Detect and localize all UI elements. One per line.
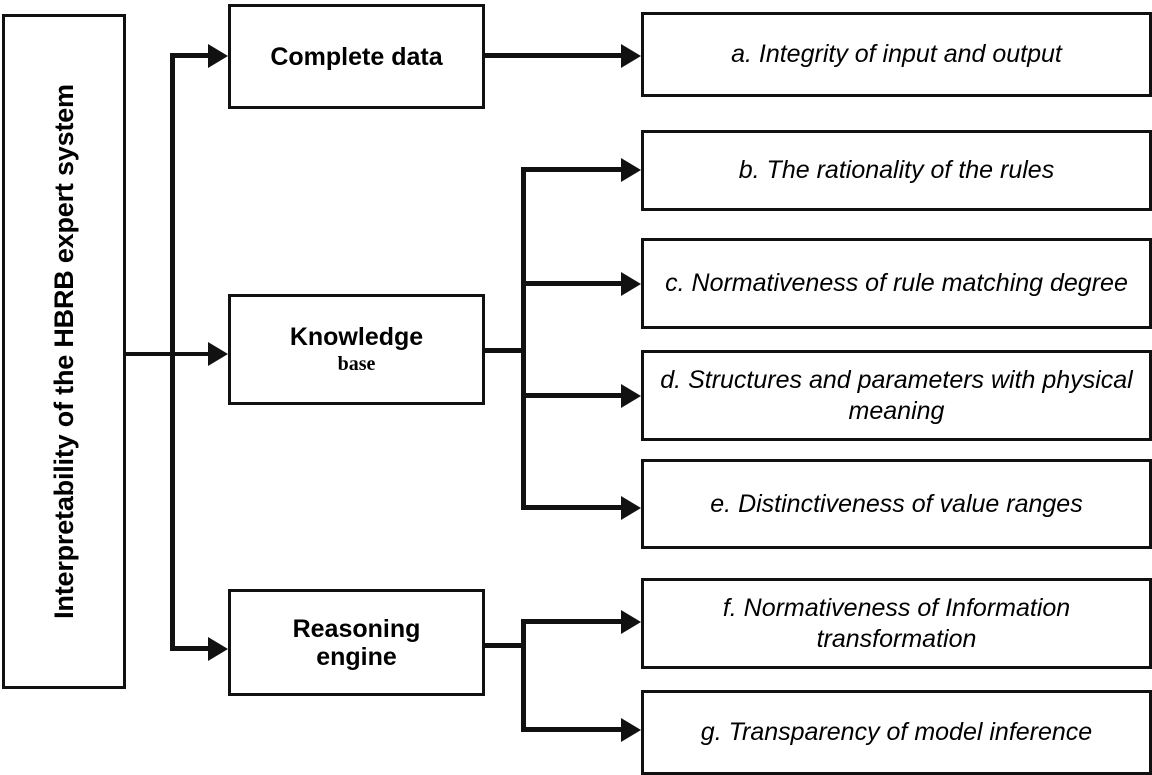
arrowhead-reasoning-engine-to-f bbox=[621, 610, 641, 634]
connector-root-to-complete-data bbox=[170, 53, 214, 58]
node-criterion-e-label: e. Distinctiveness of value ranges bbox=[710, 489, 1083, 518]
node-criterion-e[interactable]: e. Distinctiveness of value ranges bbox=[641, 459, 1152, 549]
arrowhead-knowledge-base-to-c bbox=[621, 272, 641, 296]
connector-knowledge-base-to-b bbox=[521, 167, 627, 172]
connector-root-to-reasoning-engine bbox=[170, 646, 214, 651]
node-root-interpretability[interactable]: Interpretability of the HBRB expert syst… bbox=[2, 14, 126, 689]
node-knowledge-base-line2: base bbox=[337, 353, 376, 376]
arrowhead-knowledge-base-to-d bbox=[621, 384, 641, 408]
connector-complete-data-to-a bbox=[484, 53, 627, 58]
arrowhead-root-to-complete-data bbox=[208, 44, 228, 68]
connector-reasoning-engine-bus bbox=[521, 619, 526, 732]
node-criterion-b[interactable]: b. The rationality of the rules bbox=[641, 130, 1152, 211]
node-complete-data-line1: Complete data bbox=[270, 42, 443, 71]
node-criterion-b-label: b. The rationality of the rules bbox=[738, 156, 1055, 185]
node-criterion-a-label: a. Integrity of input and output bbox=[731, 40, 1062, 69]
node-criterion-c[interactable]: c. Normativeness of rule matching degree bbox=[641, 238, 1152, 329]
connector-reasoning-engine-to-f bbox=[521, 619, 627, 624]
root-node-label: Interpretability of the HBRB expert syst… bbox=[48, 84, 79, 619]
connector-knowledge-base-bus bbox=[521, 167, 526, 510]
node-criterion-g[interactable]: g. Transparency of model inference bbox=[641, 690, 1152, 775]
node-reasoning-engine-line1: Reasoning bbox=[292, 614, 421, 643]
node-criterion-a[interactable]: a. Integrity of input and output bbox=[641, 12, 1152, 97]
connector-reasoning-engine-trunk bbox=[484, 643, 526, 648]
node-knowledge-base[interactable]: Knowledge base bbox=[228, 294, 485, 405]
node-criterion-c-label: c. Normativeness of rule matching degree bbox=[665, 269, 1128, 298]
connector-root-to-knowledge-base bbox=[170, 352, 214, 356]
connector-knowledge-base-to-e bbox=[521, 505, 627, 510]
node-complete-data[interactable]: Complete data bbox=[228, 4, 485, 109]
connector-root-trunk bbox=[126, 352, 174, 356]
node-criterion-f[interactable]: f. Normativeness of Information transfor… bbox=[641, 578, 1152, 669]
connector-knowledge-base-to-d bbox=[521, 393, 627, 398]
node-criterion-d-label: d. Structures and parameters with physic… bbox=[660, 366, 1133, 425]
arrowhead-root-to-reasoning-engine bbox=[208, 637, 228, 661]
arrowhead-knowledge-base-to-e bbox=[621, 496, 641, 520]
node-criterion-d[interactable]: d. Structures and parameters with physic… bbox=[641, 350, 1152, 441]
connector-knowledge-base-to-c bbox=[521, 281, 627, 286]
connector-knowledge-base-trunk bbox=[484, 348, 526, 353]
arrowhead-reasoning-engine-to-g bbox=[621, 718, 641, 742]
node-criterion-g-label: g. Transparency of model inference bbox=[700, 718, 1093, 747]
node-knowledge-base-line1: Knowledge bbox=[289, 323, 424, 352]
node-criterion-f-label: f. Normativeness of Information transfor… bbox=[722, 594, 1071, 653]
arrowhead-knowledge-base-to-b bbox=[621, 158, 641, 182]
arrowhead-root-to-knowledge-base bbox=[208, 342, 228, 366]
arrowhead-complete-data-to-a bbox=[621, 44, 641, 68]
connector-reasoning-engine-to-g bbox=[521, 727, 627, 732]
node-reasoning-engine[interactable]: Reasoning engine bbox=[228, 589, 485, 696]
node-reasoning-engine-line2: engine bbox=[316, 642, 397, 671]
